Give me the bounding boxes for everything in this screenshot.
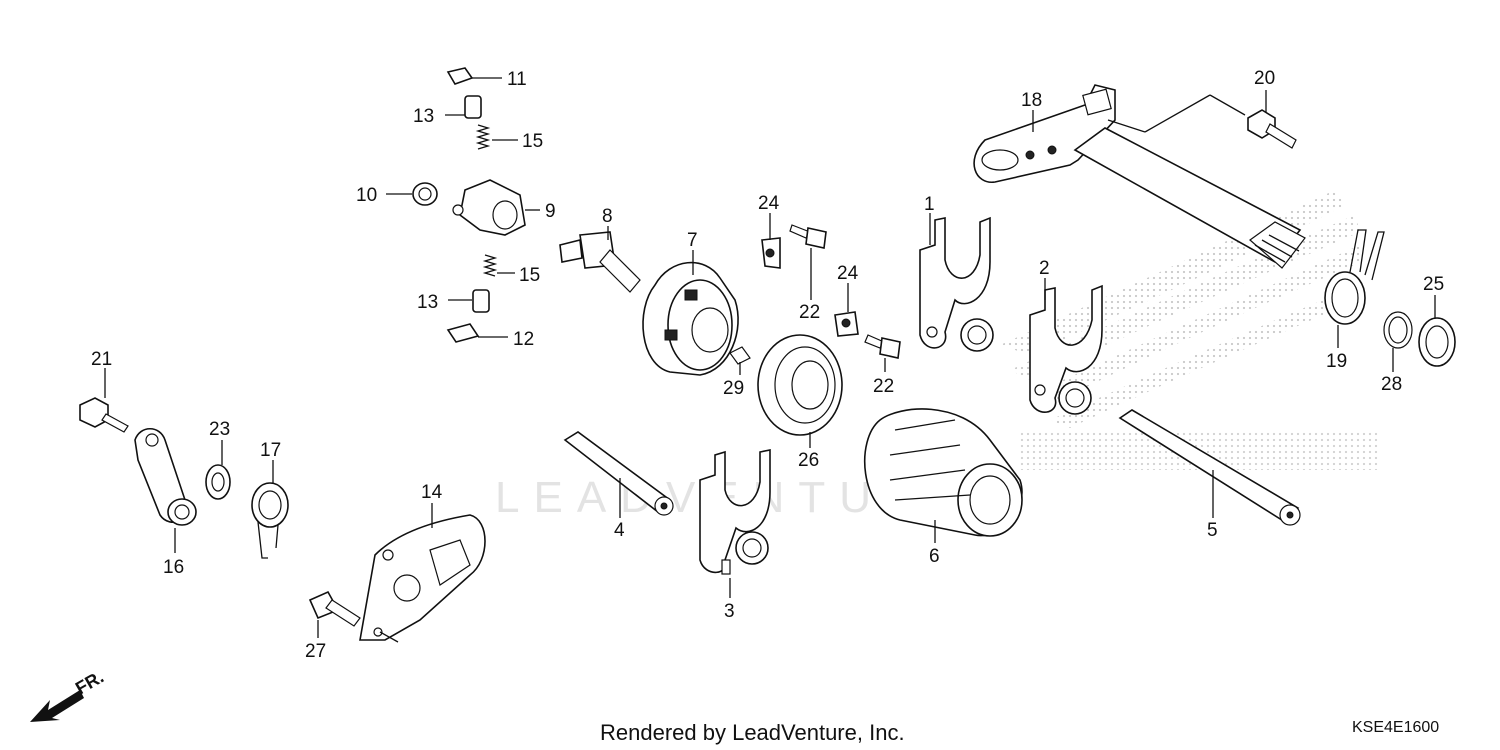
part-15-spring-bottom: [482, 254, 498, 277]
callout-13-top: 13: [413, 106, 434, 127]
callout-26: 26: [798, 450, 819, 471]
callout-27: 27: [305, 641, 326, 662]
callout-10: 10: [356, 185, 377, 206]
callout-9: 9: [545, 201, 556, 222]
part-17-spring: [251, 482, 289, 559]
part-14-plate: [359, 514, 486, 641]
callout-19: 19: [1326, 351, 1347, 372]
part-26-bearing: [757, 334, 843, 436]
part-29-pin: [729, 346, 751, 365]
callout-21: 21: [91, 349, 112, 370]
part-24-plate-bottom: [834, 311, 859, 337]
callout-23: 23: [209, 419, 230, 440]
part-23-washer: [205, 464, 231, 500]
part-11-cap: [446, 67, 474, 85]
part-24-plate-top: [761, 237, 781, 269]
part-25-washer: [1418, 317, 1456, 367]
callout-12: 12: [513, 329, 534, 350]
part-28-circlip: [1383, 311, 1413, 349]
callout-15-top: 15: [522, 131, 543, 152]
front-arrow-icon: FR.: [30, 667, 107, 722]
part-10-collar: [412, 182, 438, 206]
callout-5: 5: [1207, 520, 1218, 541]
part-21-bolt: [79, 397, 129, 433]
part-19-spring: [1324, 229, 1385, 325]
callout-15-bottom: 15: [519, 265, 540, 286]
rendered-by-credit: Rendered by LeadVenture, Inc.: [600, 720, 905, 745]
callout-labels: 11 13 15 10 9 15 13 12 8 7 24 22 24 22 1…: [91, 68, 1444, 662]
part-13-pin-bottom: [472, 289, 490, 313]
callout-7: 7: [687, 230, 698, 251]
callout-29: 29: [723, 378, 744, 399]
part-7-drum-cam: [642, 261, 739, 376]
callout-24-top: 24: [758, 193, 780, 214]
callout-18: 18: [1021, 90, 1042, 111]
part-22-bolt-top: [789, 224, 827, 249]
part-6-shift-drum: [863, 408, 1023, 537]
callout-1: 1: [924, 194, 935, 215]
part-15-spring-top: [475, 124, 491, 150]
callout-22-bottom: 22: [873, 376, 894, 397]
callout-13-bottom: 13: [417, 292, 438, 313]
callout-6: 6: [929, 546, 940, 567]
part-3-shift-fork: [699, 449, 771, 575]
part-18-shift-arm: [973, 84, 1306, 269]
callout-16: 16: [163, 557, 184, 578]
callout-4: 4: [614, 520, 625, 541]
part-12-cap: [446, 323, 480, 343]
callout-2: 2: [1039, 258, 1050, 279]
part-20-bolt: [1247, 109, 1297, 149]
callout-3: 3: [724, 601, 735, 622]
callout-14: 14: [421, 482, 443, 503]
part-1-shift-fork: [919, 216, 994, 352]
part-4-rod: [563, 431, 674, 516]
callout-11: 11: [507, 69, 527, 90]
callout-28: 28: [1381, 374, 1402, 395]
part-16-arm: [134, 427, 197, 526]
part-13-pin-top: [464, 95, 482, 119]
callout-20: 20: [1254, 68, 1275, 89]
part-5-shaft: [1118, 409, 1301, 526]
callout-8: 8: [602, 206, 613, 227]
part-8-bolt: [559, 231, 641, 293]
part-27-bolt: [308, 590, 361, 627]
honda-wing-logo: [1000, 190, 1380, 470]
callout-17: 17: [260, 440, 281, 461]
part-22-bolt-bottom: [864, 334, 901, 359]
part-9-stopper: [452, 179, 526, 236]
callout-24-bottom: 24: [837, 263, 859, 284]
callout-25: 25: [1423, 274, 1444, 295]
part-2-shift-fork: [1029, 284, 1103, 415]
leader-lines: [104, 77, 1436, 643]
callout-22-top: 22: [799, 302, 820, 323]
diagram-code: KSE4E1600: [1352, 719, 1439, 736]
